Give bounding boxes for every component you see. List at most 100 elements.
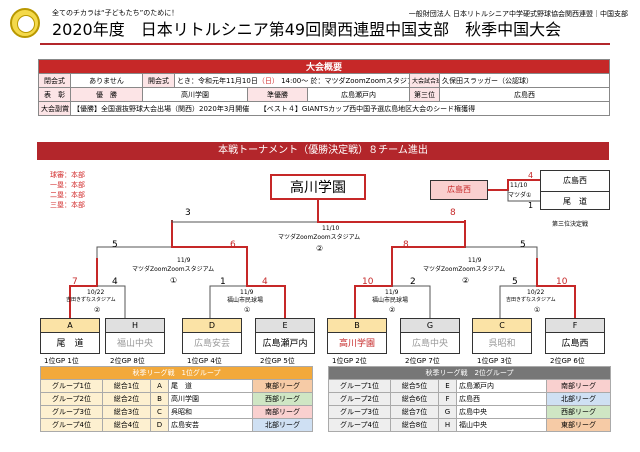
team-note: 1位GP 3位: [477, 357, 512, 365]
group-rank: グループ4位: [328, 418, 391, 432]
team-box: 広島安芸: [182, 332, 242, 354]
third-win-line: [488, 179, 540, 191]
league-name: 東部リーグ: [252, 379, 313, 393]
qf3-left-score: 10: [362, 277, 374, 287]
third-date: 11/10: [510, 182, 528, 189]
qf2-right-score: 4: [262, 277, 268, 287]
overall-rank: 総合6位: [390, 392, 439, 406]
qf2-right-line: [246, 258, 286, 318]
qf4-date: 10/22: [527, 289, 545, 296]
sf2-left-line: [391, 220, 466, 258]
third-score2: 1: [528, 201, 534, 210]
group-rank: グループ3位: [40, 405, 103, 419]
team-box: 高川学園: [327, 332, 387, 354]
team-name: 広島瀬戸内: [456, 379, 547, 393]
tagline: 全てのチカラは“子どもたち”のために！: [52, 9, 179, 17]
team-box: 広島瀬戸内: [255, 332, 315, 354]
group-rank: グループ3位: [328, 405, 391, 419]
team-box: 呉昭和: [472, 332, 532, 354]
third-place-winner: 広島西: [430, 180, 488, 200]
overview-table: 大会概要 閉会式 ありません 開会式 とき：令和元年11月10日（日） 14:0…: [37, 59, 611, 116]
team-name: 福山中央: [456, 418, 547, 432]
overall-rank: 総合3位: [102, 405, 151, 419]
tournament-banner: 本戦トーナメント（優勝決定戦）８チーム進出: [37, 142, 609, 160]
qf3-left-line: [354, 258, 393, 318]
league-name: 東部リーグ: [546, 418, 611, 432]
league-name: 南部リーグ: [252, 405, 313, 419]
qf3-number: ②: [389, 306, 396, 314]
qf2-date: 11/9: [240, 289, 254, 296]
sf2-number: ②: [462, 276, 470, 285]
qf4-left-score: 5: [512, 277, 518, 287]
umpire-third: 三塁：本部: [50, 201, 85, 209]
sf1-number: ①: [170, 276, 178, 285]
champion-label: 優 勝: [70, 87, 143, 102]
opening-label: 開会式: [142, 73, 175, 88]
qf1-number: ②: [94, 306, 101, 314]
sf1-left-line: [96, 246, 172, 258]
umpire-first: 一塁：本部: [50, 181, 85, 189]
team-name: 尾 道: [168, 379, 253, 393]
qf3-venue: 福山市民球場: [372, 297, 409, 304]
final-left-score: 3: [185, 208, 191, 218]
team-note: 1位GP 4位: [187, 357, 222, 365]
prize-value: 【優勝】全国選抜野球大会出場（関西）2020年3月開催 【ベスト４】GIANTS…: [69, 101, 611, 116]
third-place-game-box: 広島西 尾 道: [540, 170, 610, 210]
team-note: 2位GP 8位: [110, 357, 145, 365]
seed-label: G: [400, 318, 460, 332]
qf1-date: 10/22: [87, 289, 105, 296]
team-note: 2位GP 7位: [405, 357, 440, 365]
third-caption: 第三位決定戦: [552, 221, 589, 228]
qf4-right-score: 10: [556, 277, 568, 287]
qf3-right-score: 2: [410, 277, 416, 287]
qf4-right-line: [536, 258, 576, 318]
qf3-date: 11/9: [385, 289, 399, 296]
league-name: 北部リーグ: [252, 418, 313, 432]
final-right-score: 8: [450, 208, 456, 218]
organization-name: 一般財団法人 日本リトルシニア中学硬式野球協会関西連盟｜中国支部: [408, 10, 628, 18]
team-note: 1位GP 2位: [332, 357, 367, 365]
league-name: 南部リーグ: [546, 379, 611, 393]
award-label: 表 彰: [38, 87, 71, 102]
ball-label: 大会試合球: [409, 73, 440, 88]
sf1-date: 11/9: [177, 257, 191, 264]
third-team2: 尾 道: [563, 197, 587, 206]
final-number: ②: [316, 244, 324, 253]
qf1-right-score: 4: [112, 277, 118, 287]
seed-letter: E: [438, 379, 457, 393]
team-box: 広島西: [545, 332, 605, 354]
final-right-line: [317, 200, 466, 223]
page-title: 2020年度 日本リトルシニア第49回関西連盟中国支部 秋季中国大会: [52, 20, 562, 39]
overall-rank: 総合1位: [102, 379, 151, 393]
team-name: 呉昭和: [168, 405, 253, 419]
team-note: 2位GP 6位: [550, 357, 585, 365]
overall-rank: 総合2位: [102, 392, 151, 406]
umpire-second: 二塁：本部: [50, 191, 85, 199]
sf2-right-score: 5: [520, 240, 526, 250]
team-name: 高川学園: [168, 392, 253, 406]
overall-rank: 総合7位: [390, 405, 439, 419]
sf1-venue: マツダZoomZoomスタジアム: [132, 266, 215, 273]
qf4-left-line: [499, 285, 537, 318]
prize-label: 大会副賞: [38, 101, 71, 116]
third-score1: 4: [528, 171, 534, 180]
team-note: 2位GP 5位: [260, 357, 295, 365]
qf1-left-line: [69, 258, 98, 318]
sf2-right-line: [465, 246, 538, 258]
qf2-venue: 福山市民球場: [227, 297, 264, 304]
seed-label: A: [40, 318, 100, 332]
opening-value: とき：令和元年11月10日（日） 14:00～ 於：マツダZoomZoomスタジ…: [174, 73, 410, 88]
seed-label: D: [182, 318, 242, 332]
seed-letter: G: [438, 405, 457, 419]
qf1-right-line: [97, 285, 126, 318]
sf2-date: 11/9: [468, 257, 482, 264]
seed-letter: F: [438, 392, 457, 406]
seed-letter: D: [150, 418, 169, 432]
champion-box: 高川学園: [270, 174, 366, 200]
